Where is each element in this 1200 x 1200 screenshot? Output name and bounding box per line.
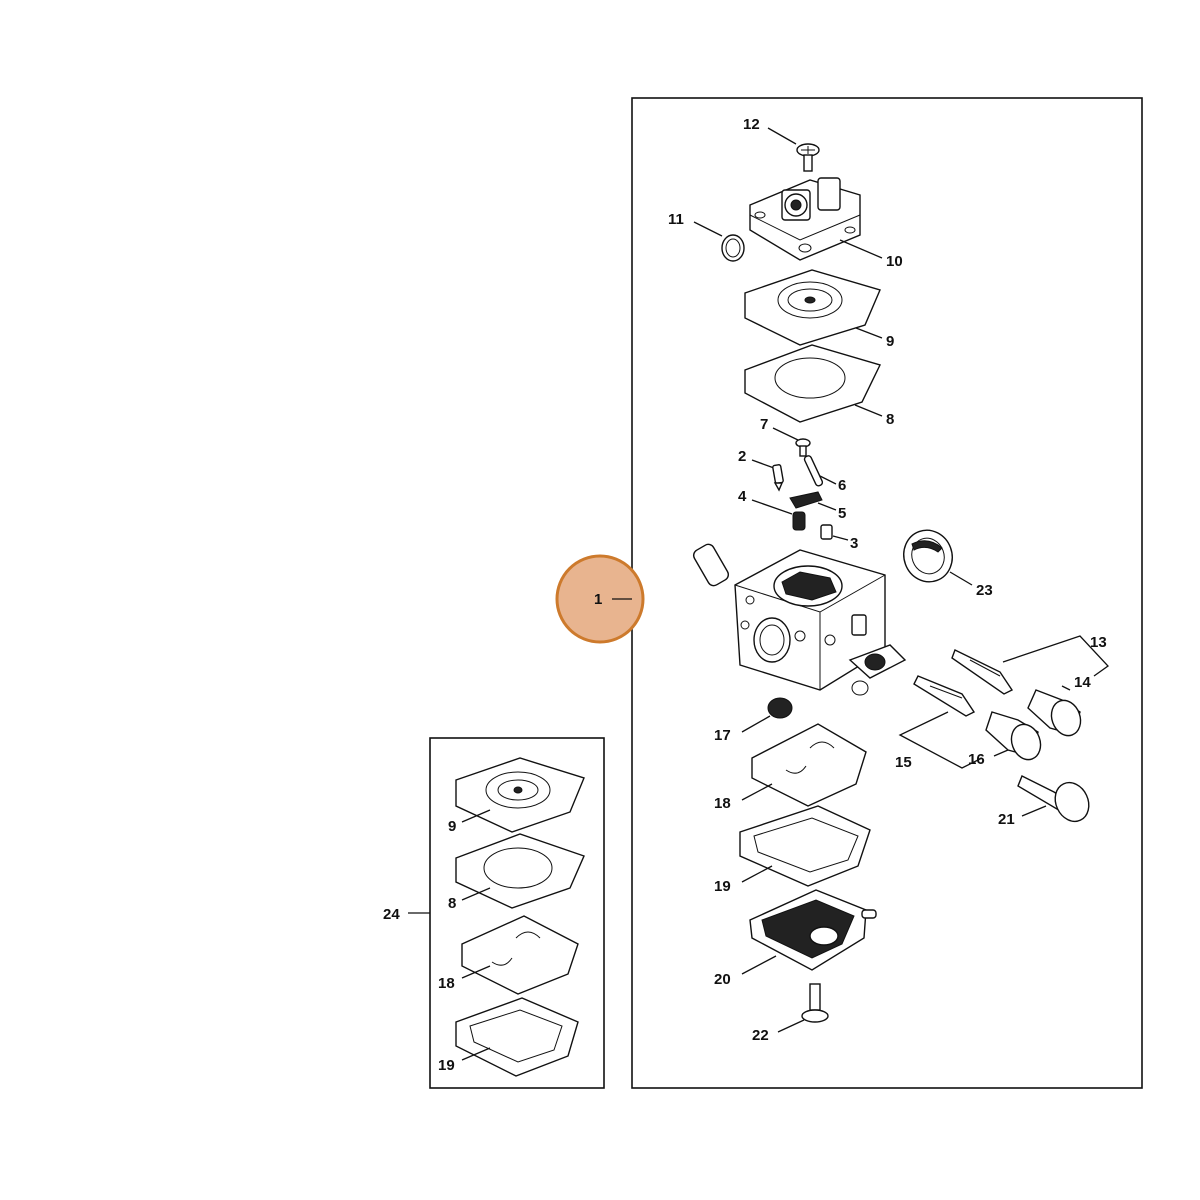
kit-part-9-diaphragm[interactable] (455, 757, 585, 833)
label-15: 15 (895, 754, 912, 771)
label-19: 19 (714, 878, 731, 895)
part-8-gasket[interactable] (744, 344, 883, 423)
part-9-diaphragm[interactable] (744, 269, 883, 346)
part-19-gasket[interactable] (739, 805, 871, 887)
label-4: 4 (738, 488, 747, 505)
label-6: 6 (838, 477, 846, 494)
part-22-screw[interactable] (777, 983, 829, 1033)
label-14: 14 (1074, 674, 1091, 691)
kit-part-19-gasket[interactable] (455, 997, 579, 1077)
highlight-part-1[interactable]: 1 (555, 554, 645, 644)
label-21: 21 (998, 811, 1015, 828)
part-17-screen[interactable] (741, 697, 793, 733)
part-10-cover[interactable] (749, 177, 883, 261)
part-16-limiter-cap[interactable] (985, 711, 1045, 764)
label-7: 7 (760, 416, 768, 433)
kit-part-18-gasket[interactable] (461, 915, 579, 995)
label-2: 2 (738, 448, 746, 465)
main-assembly-frame (631, 97, 1143, 1089)
part-15-adjusting-screw[interactable] (898, 675, 983, 769)
part-12-screw[interactable] (767, 127, 820, 172)
label-11: 11 (668, 211, 684, 228)
label-17: 17 (714, 727, 731, 744)
part-11-o-ring[interactable] (693, 221, 745, 262)
label-18: 18 (714, 795, 731, 812)
label-10: 10 (886, 253, 903, 270)
part-1-carburetor-body[interactable] (691, 542, 907, 696)
part-2-inlet-needle[interactable] (751, 459, 784, 492)
label-22: 22 (752, 1027, 769, 1044)
kit-label-8: 8 (448, 895, 456, 912)
label-8: 8 (886, 411, 894, 428)
part-20-pump-cover[interactable] (741, 889, 877, 975)
part-23-filter[interactable] (897, 523, 973, 588)
part-7-screw[interactable] (772, 427, 811, 457)
kit-part-8-gasket[interactable] (455, 833, 585, 909)
label-24: 24 (383, 906, 400, 923)
part-6-pin[interactable] (803, 455, 837, 487)
part-5-metering-lever[interactable] (789, 491, 837, 511)
label-9: 9 (886, 333, 894, 350)
label-23: 23 (976, 582, 993, 599)
label-16: 16 (968, 751, 985, 768)
part-21-adjusting-screw[interactable] (1017, 775, 1095, 827)
part-13-adjusting-screw[interactable] (951, 635, 1109, 695)
label-13: 13 (1090, 634, 1107, 651)
kit-label-18: 18 (438, 975, 455, 992)
part-14-limiter-cap[interactable] (1027, 685, 1085, 740)
kit-label-9: 9 (448, 818, 456, 835)
kit-label-19: 19 (438, 1057, 455, 1074)
label-20: 20 (714, 971, 731, 988)
label-5: 5 (838, 505, 846, 522)
part-3-plug[interactable] (820, 524, 849, 541)
part-18-gasket[interactable] (741, 723, 867, 807)
label-12: 12 (743, 116, 760, 133)
label-3: 3 (850, 535, 858, 552)
part-4-spring[interactable] (751, 499, 806, 531)
label-1: 1 (594, 591, 602, 608)
